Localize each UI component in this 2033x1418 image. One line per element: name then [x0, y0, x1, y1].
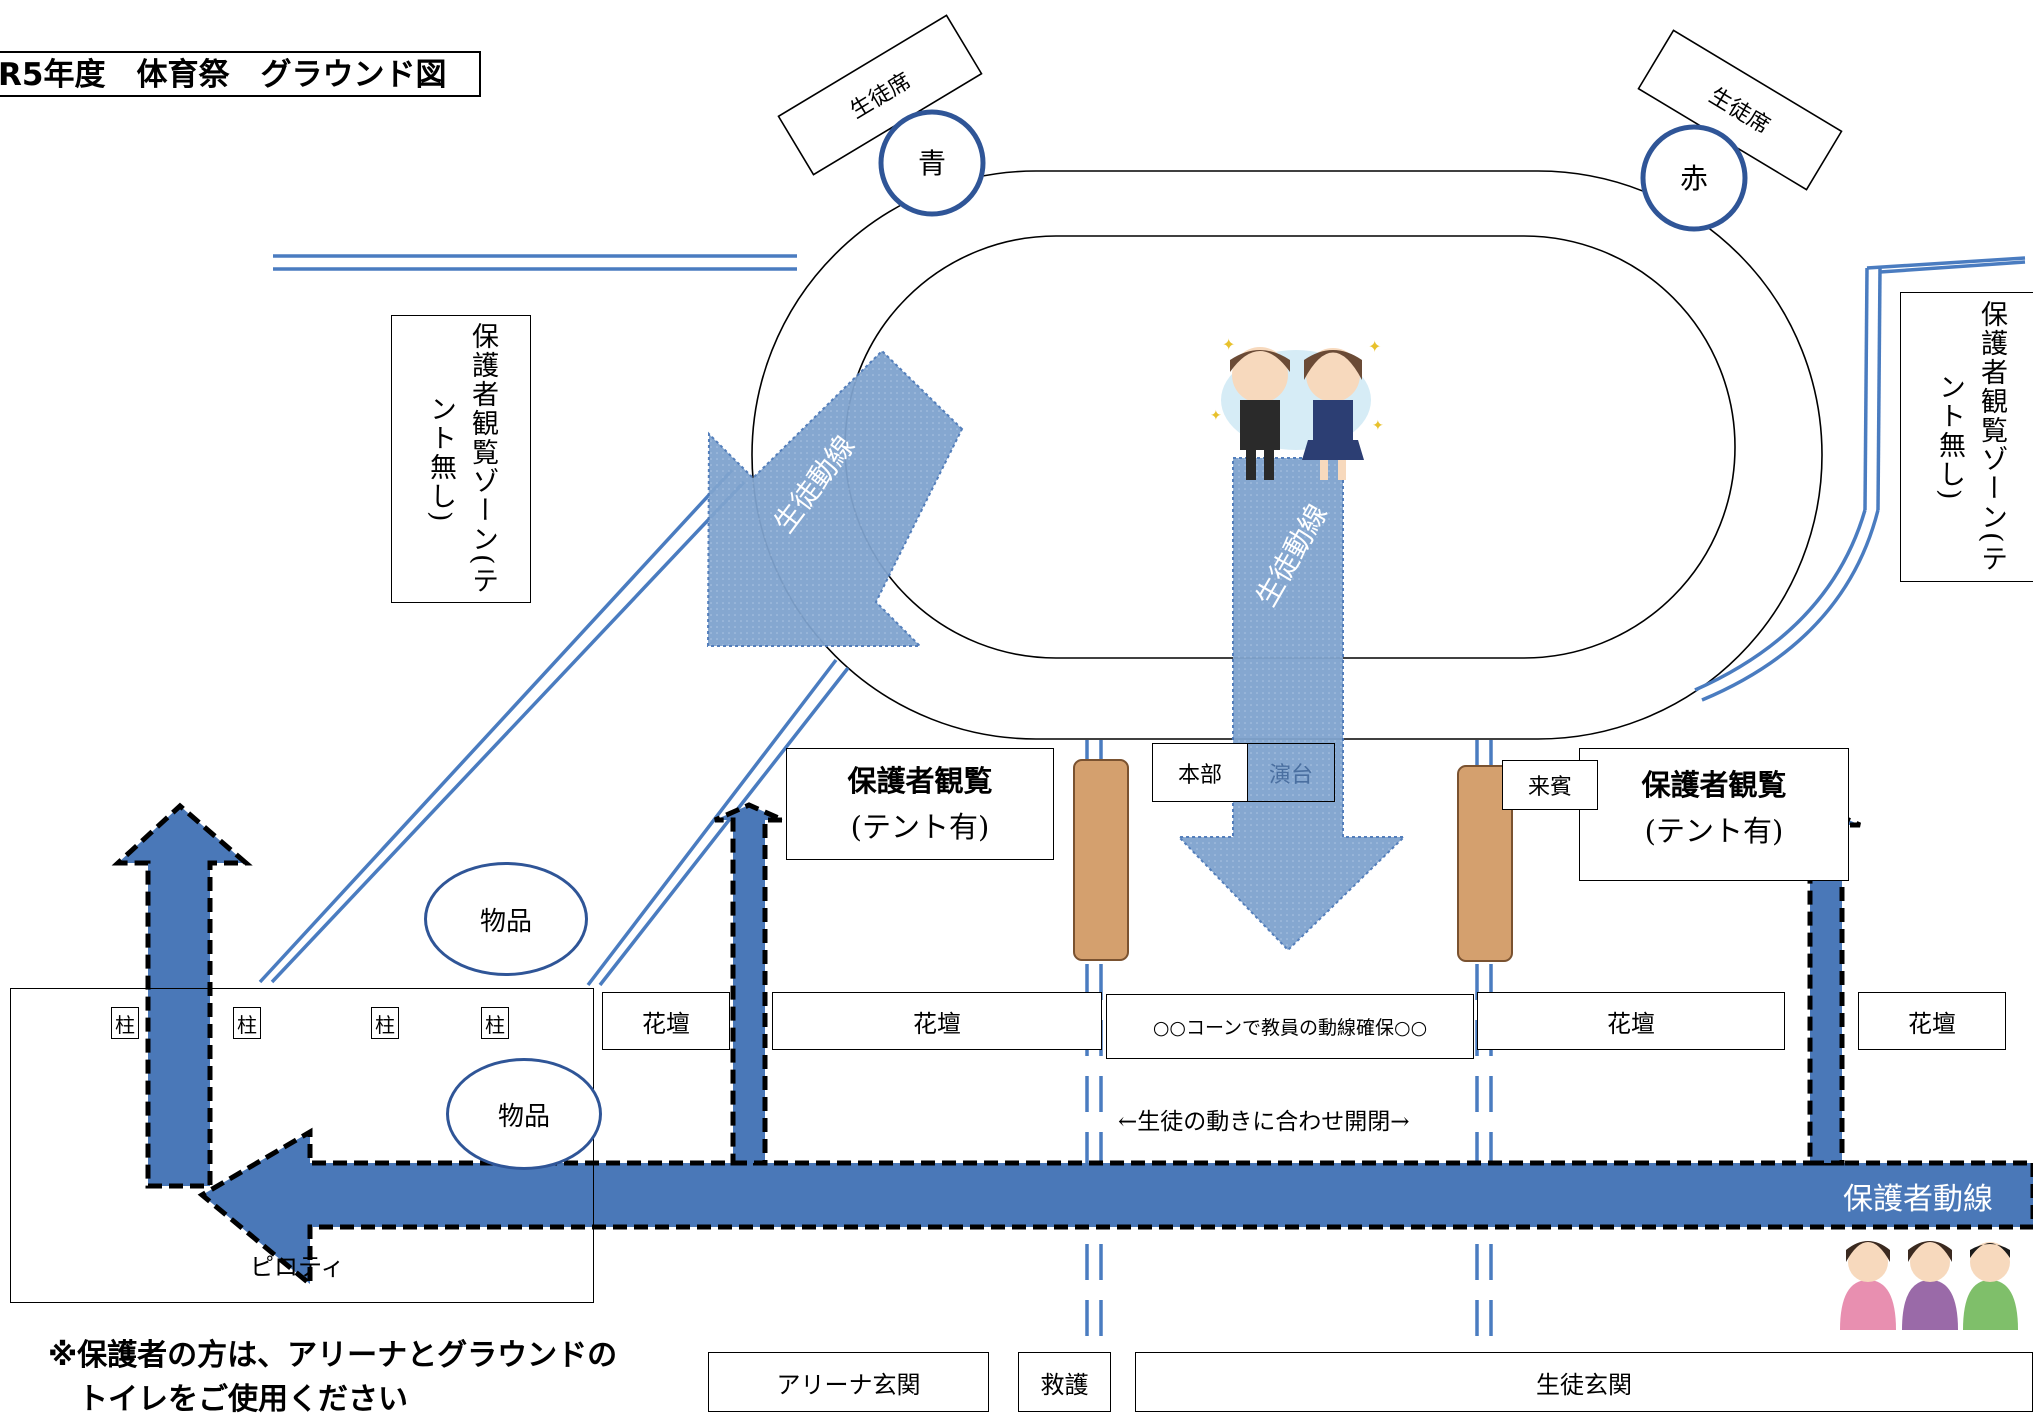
boundary-lines	[258, 254, 2026, 1400]
notice-line-1: ※保護者の方は、アリーナとグラウンドの	[48, 1338, 618, 1373]
guest-box: 来賓	[1502, 760, 1598, 810]
svg-text:赤: 赤	[1680, 162, 1708, 195]
rescue-station: 救護	[1018, 1352, 1111, 1412]
flowerbed-2: 花壇	[772, 992, 1102, 1050]
podium-box: 演台	[1247, 743, 1335, 802]
parent-tent-zone-right: 保護者観覧 (テント有)	[1579, 748, 1849, 881]
students-illustration: ✦ ✦ ✦ ✦	[1210, 335, 1384, 480]
goods-circle-2: 物品	[446, 1058, 602, 1170]
pillar-2: 柱	[233, 1007, 261, 1039]
piloti-area	[10, 988, 594, 1303]
title-box	[0, 51, 481, 97]
flowerbed-3: 花壇	[1477, 992, 1785, 1050]
student-route-arrow-vertical	[1176, 457, 1407, 952]
piloti-label: ピロティ	[250, 1253, 345, 1281]
arena-entrance: アリーナ玄関	[708, 1352, 989, 1412]
parent-tent-zone-left: 保護者観覧 (テント有)	[786, 748, 1054, 860]
parent-route-label: 保護者動線	[1843, 1182, 1993, 1217]
board-right	[1457, 765, 1513, 962]
svg-text:✦: ✦	[1368, 337, 1381, 356]
parent-zone-right: 保護者観覧ゾーン(テント無し)	[1900, 292, 2033, 582]
pillar-1: 柱	[111, 1007, 139, 1039]
pillar-4: 柱	[481, 1007, 509, 1039]
board-left	[1073, 759, 1129, 961]
goods-circle-1: 物品	[424, 862, 588, 976]
pillar-3: 柱	[371, 1007, 399, 1039]
parent-zone-left: 保護者観覧ゾーン(テント無し)	[391, 315, 531, 603]
parents-illustration	[1840, 1241, 2018, 1330]
parent-route-arrows	[111, 802, 2033, 1290]
student-seat-blue: 生徒席	[777, 14, 983, 176]
flowerbed-1: 花壇	[602, 992, 730, 1050]
team-circle-red	[1640, 124, 1748, 232]
svg-text:✦: ✦	[1372, 418, 1384, 434]
page-title: R5年度 体育祭 グラウンド図	[0, 57, 446, 93]
notice-line-2: トイレをご使用ください	[48, 1382, 408, 1417]
cone-note-box: ○○コーンで教員の動線確保○○	[1106, 994, 1474, 1059]
gate-note: ←生徒の動きに合わせ開閉→	[1118, 1109, 1410, 1135]
svg-text:青: 青	[918, 147, 946, 180]
student-entrance: 生徒玄関	[1135, 1352, 2033, 1412]
team-circle-blue	[878, 109, 986, 217]
svg-text:✦: ✦	[1222, 335, 1235, 354]
flowerbed-4: 花壇	[1858, 992, 2006, 1050]
svg-text:✦: ✦	[1210, 408, 1222, 424]
student-route-arrow-diagonal	[706, 349, 964, 647]
headquarters-box: 本部	[1152, 743, 1248, 802]
